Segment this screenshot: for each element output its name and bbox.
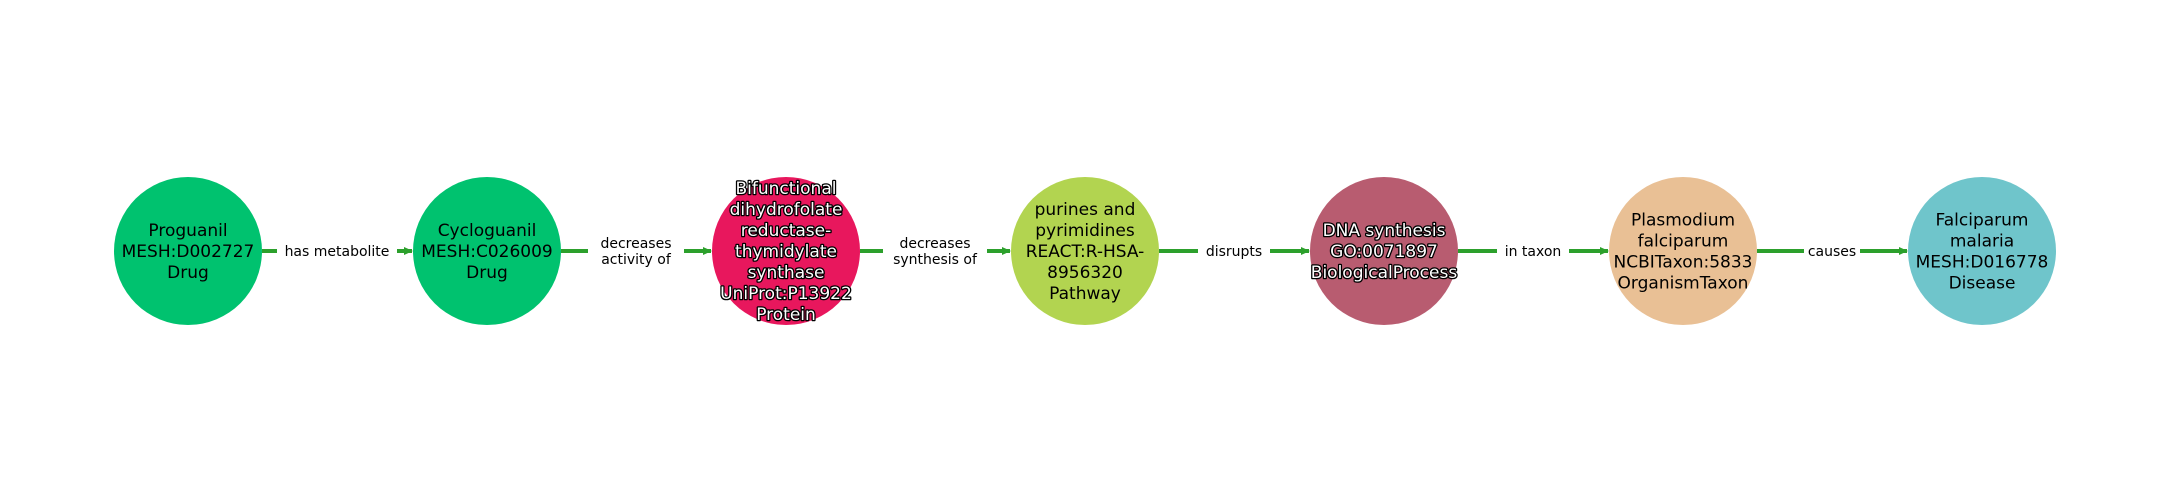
edge-n5-n6: in taxon [1458,241,1609,261]
node-label-line: thymidylate [735,242,837,262]
edge-label: disrupts [1206,244,1262,260]
edge-label-background [1804,241,1860,261]
edge-label-line: decreases [600,236,671,252]
node-label-line: OrganismTaxon [1618,274,1749,294]
node-label-line: Drug [167,263,209,283]
edge-label-background [1497,241,1569,261]
node-label-line: UniProt:P13922 [720,284,852,304]
node-label-line: reductase- [741,221,832,241]
node-label-line: NCBITaxon:5833 [1614,253,1753,273]
edge-label: has metabolite [285,244,390,260]
node-circle[interactable] [1011,177,1159,325]
node-label-line: MESH:D002727 [122,242,255,262]
edge-label-line: decreases [899,236,970,252]
node-label-line: MESH:D016778 [1916,253,2049,273]
node-circle[interactable] [114,177,262,325]
node-label-line: MESH:C026009 [421,242,552,262]
node-label-line: pyrimidines [1035,221,1135,241]
node-label-line: falciparum [1638,232,1729,252]
node-label-line: synthase [748,263,825,283]
node-circle[interactable] [413,177,561,325]
edge-label-background [588,233,684,269]
edge-label-line: activity of [601,252,672,268]
edge-label-background [277,241,397,261]
edge-label-line: causes [1808,244,1856,260]
node-label-line: Falciparum [1936,211,2029,231]
edge-label: in taxon [1505,244,1562,260]
edge-n1-n2: has metabolite [262,241,413,261]
node-label-line: purines and [1035,200,1136,220]
node-circle[interactable] [1908,177,2056,325]
edge-label-line: in taxon [1505,244,1562,260]
node-label-line: Pathway [1049,284,1121,304]
node-label-line: Drug [466,263,508,283]
edge-n4-n5: disrupts [1159,241,1310,261]
edge-label-line: has metabolite [285,244,390,260]
node-label-line: 8956320 [1047,263,1123,283]
node-circle[interactable] [1310,177,1458,325]
node-circle[interactable] [712,177,860,325]
edge-label-line: disrupts [1206,244,1262,260]
node-label-line: Proguanil [148,221,227,241]
node-label-line: REACT:R-HSA- [1026,242,1145,262]
node-label-line: Cycloguanil [438,221,537,241]
edge-label-background [883,233,987,269]
edge-label-line: synthesis of [893,252,978,268]
node-label-line: GO:0071897 [1330,242,1438,262]
node-label-line: Plasmodium [1631,211,1735,231]
node-label-line: DNA synthesis [1323,221,1446,241]
node-label-line: BiologicalProcess [1311,263,1458,283]
edge-n6-n7: causes [1757,241,1908,261]
edge-label-background [1198,241,1270,261]
node-label-line: dihydrofolate [730,200,843,220]
node-label-line: Disease [1949,274,2016,294]
node-circle[interactable] [1609,177,1757,325]
edge-label: causes [1808,244,1856,260]
node-label-line: Protein [756,305,816,325]
node-label-line: Bifunctional [736,179,837,199]
node-label-line: malaria [1950,232,2014,252]
